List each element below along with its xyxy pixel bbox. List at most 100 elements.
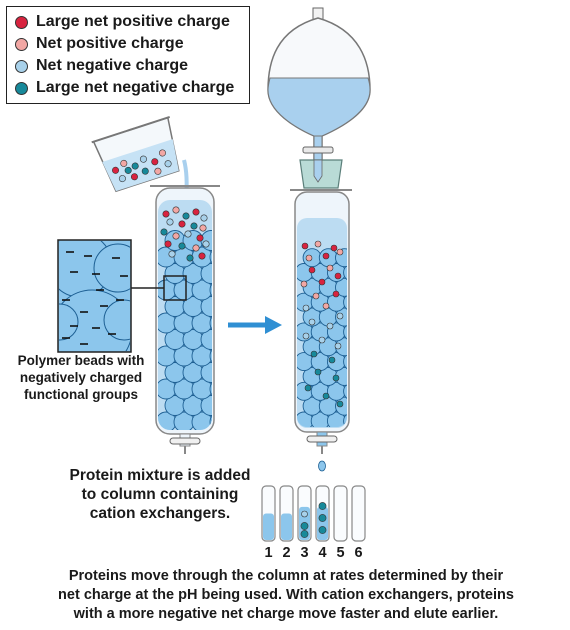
bottom-caption: Proteins move through the column at rate… [10, 567, 562, 624]
protein-dot [118, 175, 126, 183]
protein-dot [304, 384, 312, 392]
protein-dot [312, 292, 320, 300]
protein-dot [164, 240, 172, 248]
bead [335, 307, 347, 327]
bead [343, 352, 347, 372]
protein-dot [192, 244, 200, 252]
bead [200, 263, 212, 284]
protein-dot [322, 302, 330, 310]
legend-label: Large net negative charge [36, 79, 235, 96]
protein-dot [199, 224, 207, 232]
tube-number: 5 [336, 545, 345, 561]
tube-number: 2 [282, 545, 291, 561]
protein-dot [190, 222, 198, 230]
protein-dot [178, 242, 186, 250]
protein-dot [336, 312, 344, 320]
protein-dot [182, 212, 190, 220]
bead [200, 296, 212, 317]
legend-item-positive: Net positive charge [15, 33, 249, 55]
protein-dot [322, 392, 330, 400]
legend-item-large-negative: Large net negative charge [15, 77, 249, 99]
bead [209, 345, 212, 367]
bead [200, 362, 212, 383]
protein-dot [334, 272, 342, 280]
tube-liquid [281, 513, 292, 540]
right-stopcock-icon [306, 435, 338, 443]
protein-dot [112, 166, 120, 174]
mixture-caption: Protein mixture is added to column conta… [60, 466, 260, 523]
protein-dot [308, 318, 316, 326]
protein-dot [302, 304, 310, 312]
flow-arrow [228, 316, 282, 334]
protein-dot [332, 374, 340, 382]
large-bead [59, 303, 79, 341]
large-bead [93, 243, 130, 293]
protein-dot [318, 336, 326, 344]
bead [343, 322, 347, 342]
protein-dot [334, 342, 342, 350]
bead [335, 277, 347, 297]
right-column [290, 189, 352, 472]
bead [343, 381, 347, 401]
tube-liquid [263, 513, 274, 540]
protein-dot [139, 155, 147, 163]
beaker [91, 116, 180, 193]
protein-dot [172, 232, 180, 240]
protein-dot [318, 526, 327, 534]
protein-dot [151, 158, 159, 166]
protein-dot [120, 159, 128, 167]
bottom-caption-line: net charge at the pH being used. With ca… [58, 587, 514, 603]
protein-dot [166, 218, 174, 226]
protein-dot [184, 230, 192, 238]
large-positive-dot-icon [15, 15, 28, 29]
bottom-caption-line: with a more negative net charge move fas… [73, 606, 499, 622]
bead [200, 230, 212, 251]
test-tube [333, 485, 348, 542]
tube-liquid [317, 506, 328, 540]
protein-dot [300, 280, 308, 288]
protein-dot [328, 356, 336, 364]
test-tube [351, 485, 366, 542]
protein-dot [300, 530, 309, 538]
bead [209, 378, 212, 400]
bead-label-line: negatively charged [19, 370, 143, 385]
bead [343, 292, 347, 312]
legend-label: Net positive charge [36, 35, 184, 52]
bead-magnifier [57, 239, 187, 353]
protein-dot [318, 502, 327, 510]
protein-dot [301, 510, 308, 518]
arrow-right-icon [265, 316, 282, 334]
bottom-caption-line: Proteins move through the column at rate… [68, 568, 504, 584]
tube-number: 6 [354, 545, 363, 561]
negative-dot-icon [15, 59, 28, 73]
mixture-caption-line: cation exchangers. [89, 505, 231, 522]
bead [343, 411, 347, 427]
protein-dot [302, 332, 310, 340]
collection-tubes [261, 485, 366, 542]
protein-dot [164, 160, 172, 168]
protein-dot [336, 248, 344, 256]
bead-label-line: functional groups [24, 387, 138, 402]
bead-label-line: Polymer beads with [17, 353, 145, 368]
protein-dot [130, 173, 138, 181]
protein-dot [186, 254, 194, 262]
bead [209, 279, 212, 301]
protein-dot [301, 242, 309, 250]
protein-dot [178, 220, 186, 228]
bead [209, 411, 212, 430]
protein-dot [318, 514, 327, 522]
large-negative-dot-icon [15, 81, 28, 95]
legend-item-negative: Net negative charge [15, 55, 249, 77]
protein-dot [322, 252, 330, 260]
bead [209, 246, 212, 268]
protein-dot [326, 264, 334, 272]
protein-dot [131, 162, 139, 170]
bead [191, 378, 212, 400]
left-stopcock-icon [169, 437, 201, 445]
protein-dot [330, 244, 338, 252]
mixture-caption-line: to column containing [81, 486, 239, 503]
bead [209, 312, 212, 334]
protein-dot [310, 350, 318, 358]
protein-dot [124, 166, 132, 174]
protein-dot [336, 400, 344, 408]
